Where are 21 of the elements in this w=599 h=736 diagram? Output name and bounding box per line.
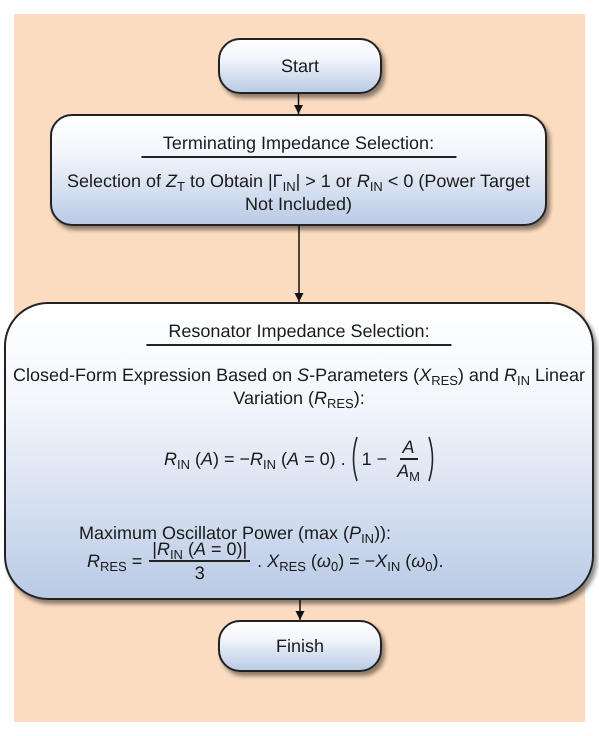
formula-text: R$_{IN}$ (A) = −R$_{IN}$ (A = 0) . — [164, 448, 346, 470]
section-heading: Resonator Impedance Selection: — [146, 320, 452, 346]
formula-text: 1 − — [362, 448, 388, 470]
fraction-denominator: A$_{M}$ — [395, 460, 421, 482]
description-text: Selection of Z$_{T}$ to Obtain |Γ$_{IN}$| > 1 or R$_{IN}$ < 0 (Power Target Not Included) — [66, 170, 532, 216]
formula-text: R$_{RES}$ = — [87, 550, 142, 572]
arrow — [294, 226, 304, 302]
section-heading: Terminating Impedance Selection: — [140, 132, 456, 158]
process-box — [4, 302, 594, 600]
formula-text: . X$_{RES}$ (ω$_{0}$) = −X$_{IN}$ (ω$_{0}$). — [257, 550, 444, 572]
terminal-box — [218, 620, 382, 672]
fraction-denominator: 3 — [194, 562, 206, 584]
terminal-box — [218, 38, 382, 94]
description-text: Closed-Form Expression Based on S-Parameters (X$_{RES}$) and R$_{IN}$ Linear Variation (R$_{RES}$): — [12, 364, 586, 410]
fraction-numerator: |R$_{IN}$ (A = 0)| — [149, 538, 250, 562]
arrow — [294, 94, 303, 114]
node-label: Start — [280, 54, 320, 78]
arrow — [296, 600, 304, 620]
process-box — [50, 114, 547, 226]
node-label: Finish — [274, 634, 325, 658]
fraction-numerator: A — [400, 436, 418, 460]
